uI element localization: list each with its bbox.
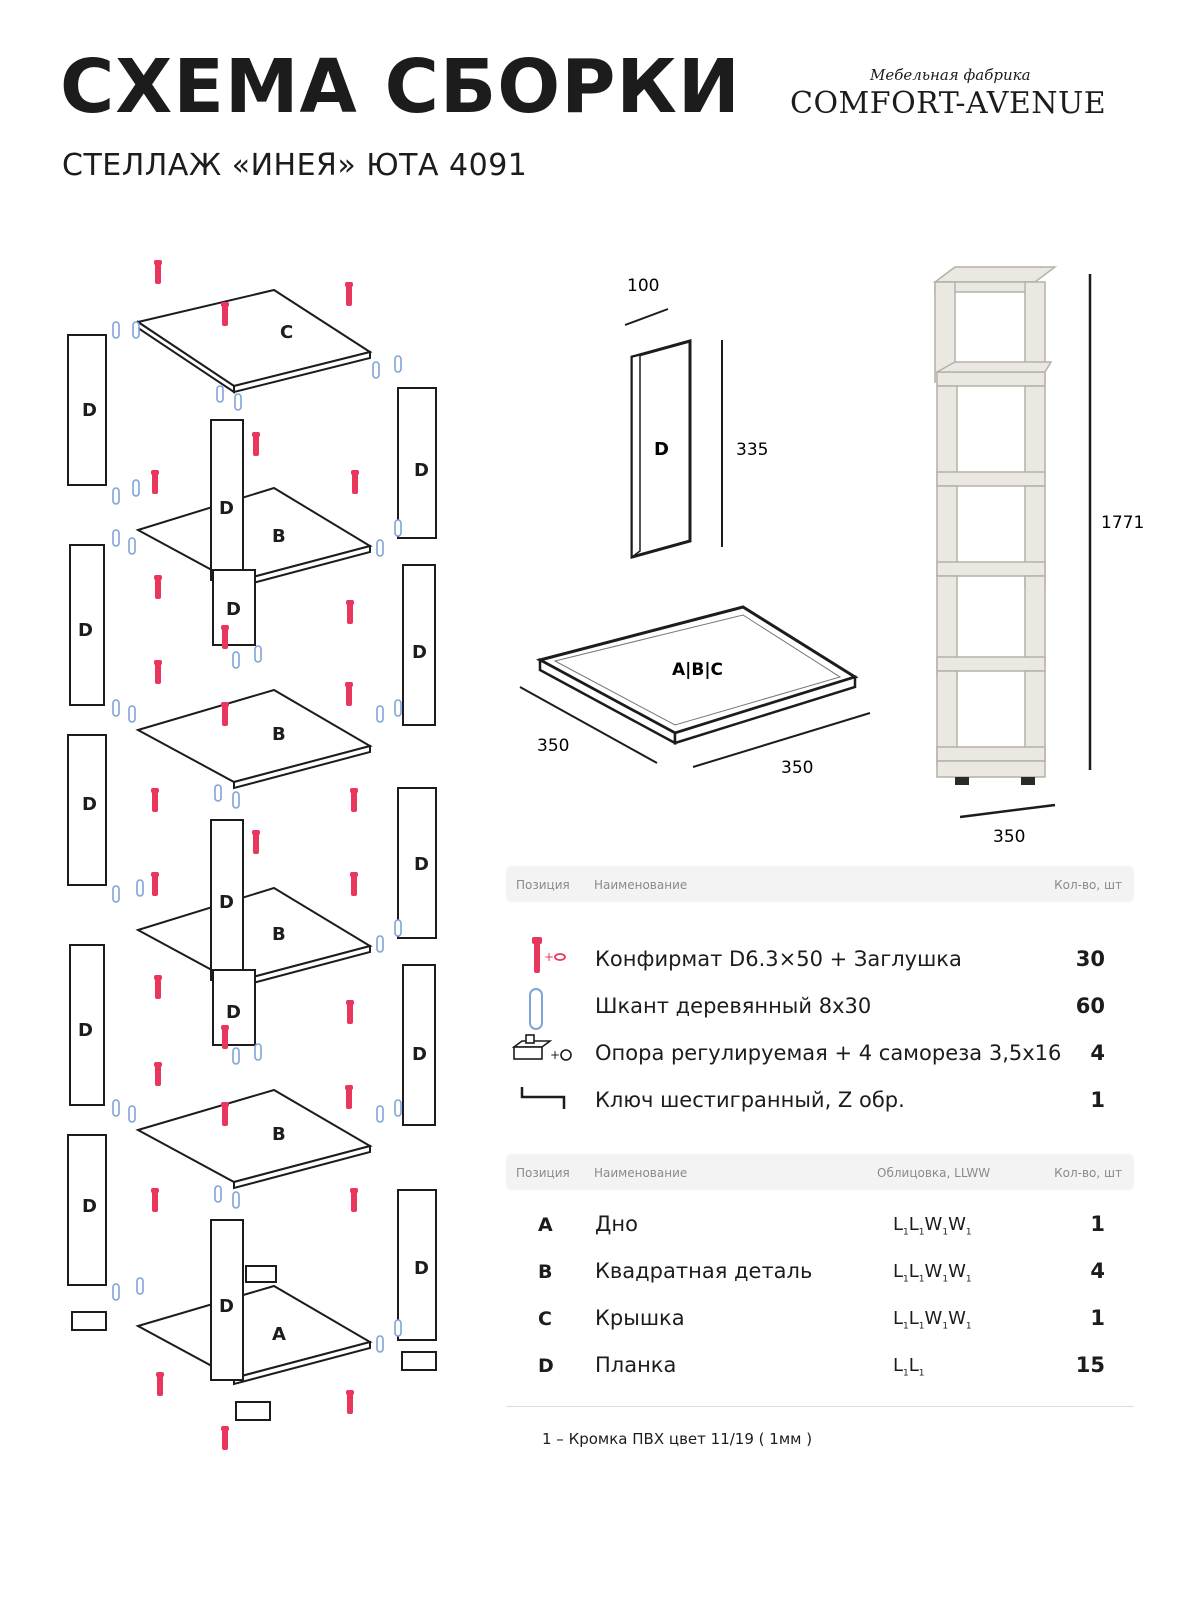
svg-text:D: D: [82, 794, 97, 815]
part-facing-d: L1L1: [893, 1355, 925, 1379]
svg-text:B: B: [272, 724, 286, 745]
footnote: 1 – Кромка ПВХ цвет 11/19 ( 1мм ): [542, 1430, 813, 1448]
panel-b-4: [135, 1088, 373, 1184]
part-name-a: Дно: [595, 1212, 638, 1236]
part-pos-c: C: [538, 1308, 552, 1330]
panel-a: [135, 1284, 373, 1380]
svg-text:D: D: [219, 1296, 234, 1317]
svg-text:D: D: [82, 1196, 97, 1217]
shelf-width-label: 350: [993, 827, 1025, 847]
hardware-name-2: Шкант деревянный 8х30: [595, 994, 872, 1018]
svg-text:D: D: [414, 854, 429, 875]
wooden-dowel-icon: [529, 988, 543, 1030]
svg-text:D: D: [78, 1020, 93, 1041]
hardware-table-header: Позиция Наименование Кол-во, шт: [506, 866, 1134, 902]
hardware-qty-2: 60: [1075, 994, 1105, 1018]
shelf-foot-right: [1021, 777, 1035, 785]
confirmat-screw-icon: +: [532, 937, 566, 973]
svg-text:D: D: [82, 400, 97, 421]
hardware-name-3: Опора регулируемая + 4 самореза 3,5х16: [595, 1041, 1062, 1065]
svg-text:D: D: [226, 1002, 241, 1023]
part-qty-d: 15: [1075, 1353, 1105, 1377]
svg-text:B: B: [272, 924, 286, 945]
svg-text:D: D: [412, 1044, 427, 1065]
exploded-assembly-diagram: C B B B B A D D D D D D D D D D D D D D …: [67, 260, 437, 1450]
plank-height-label: 335: [736, 440, 768, 460]
hardware-icons: + +: [510, 935, 580, 1139]
part-pos-a: A: [538, 1214, 553, 1236]
part-pos-b: B: [538, 1261, 553, 1283]
label-c: C: [280, 322, 293, 343]
panel-dimension-drawing: A|B|C 350 350: [519, 605, 871, 778]
svg-text:D: D: [226, 599, 241, 620]
panel-b-2: [135, 688, 373, 784]
svg-text:D: D: [412, 642, 427, 663]
brand-tagline: Мебельная фабрика: [870, 66, 1031, 84]
hardware-name-1: Конфирмат D6.3×50 + Заглушка: [595, 947, 962, 971]
product-subtitle: СТЕЛЛАЖ «ИНЕЯ» ЮТА 4091: [62, 148, 528, 183]
part-facing-b: L1L1W1W1: [893, 1261, 972, 1285]
page-title: СХЕМА СБОРКИ: [60, 44, 741, 130]
hardware-qty-1: 30: [1075, 947, 1105, 971]
shelf-foot-left: [955, 777, 969, 785]
hardware-qty-3: 4: [1090, 1041, 1105, 1065]
svg-text:D: D: [414, 460, 429, 481]
brand-logo: COMFORT-AVENUE: [790, 86, 1107, 121]
part-pos-d: D: [538, 1355, 554, 1377]
part-facing-c: L1L1W1W1: [893, 1308, 972, 1332]
hardware-qty-4: 1: [1090, 1088, 1105, 1112]
panel-b-3: [135, 886, 373, 984]
panel-width-label: 350: [781, 758, 813, 778]
parts-table-header: Позиция Наименование Облицовка, LLWW Кол…: [506, 1154, 1134, 1190]
part-name-b: Квадратная деталь: [595, 1259, 813, 1283]
part-qty-b: 4: [1090, 1259, 1105, 1283]
adjustable-foot-icon: +: [511, 1034, 572, 1062]
svg-text:D: D: [78, 620, 93, 641]
plank-width-label: 100: [627, 276, 659, 296]
shelf-height-label: 1771: [1101, 513, 1144, 533]
label-a: A: [272, 1324, 286, 1345]
svg-text:+: +: [544, 950, 554, 964]
panel-b-1: [135, 486, 373, 584]
svg-text:D: D: [219, 498, 234, 519]
svg-text:D: D: [654, 439, 669, 460]
svg-text:D: D: [414, 1258, 429, 1279]
svg-text:B: B: [272, 1124, 286, 1145]
part-facing-a: L1L1W1W1: [893, 1214, 972, 1238]
hex-key-icon: [520, 1087, 566, 1109]
part-name-c: Крышка: [595, 1306, 685, 1330]
svg-text:+: +: [550, 1048, 560, 1062]
panel-depth-label: 350: [537, 736, 569, 756]
svg-text:B: B: [272, 526, 286, 547]
panel-c: [135, 288, 373, 388]
assembled-shelf-illustration: 1771 350: [932, 266, 1144, 847]
hardware-name-4: Ключ шестигранный, Z обр.: [595, 1088, 905, 1112]
svg-text:D: D: [219, 892, 234, 913]
plank-dimension-drawing: 100 D 335: [624, 276, 768, 559]
part-qty-a: 1: [1090, 1212, 1105, 1236]
plank-d: [67, 334, 107, 486]
part-qty-c: 1: [1090, 1306, 1105, 1330]
part-name-d: Планка: [595, 1353, 677, 1377]
panel-abc-label: A|B|C: [672, 660, 723, 680]
table-divider: [506, 1406, 1134, 1407]
